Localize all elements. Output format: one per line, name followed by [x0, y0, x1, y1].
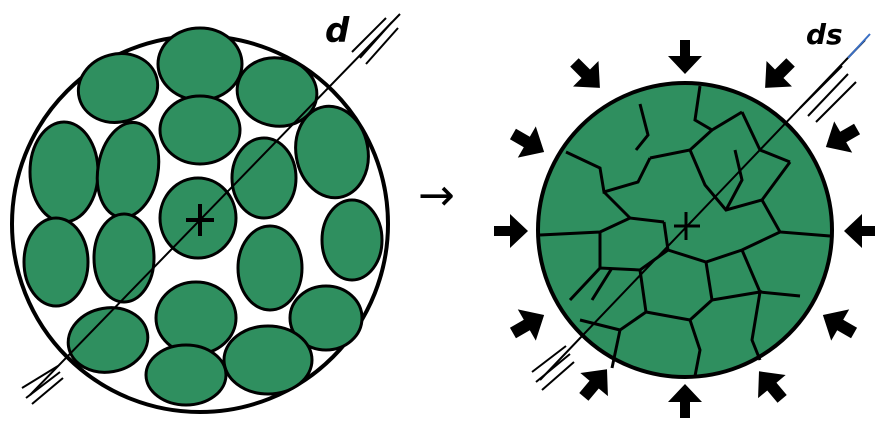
- grain: [28, 120, 100, 224]
- right-diameter-line: [531, 39, 866, 391]
- compression-arrow: [579, 369, 608, 401]
- grain: [154, 280, 238, 356]
- grain: [76, 52, 160, 124]
- grain: [288, 284, 364, 352]
- compression-arrow: [825, 121, 861, 153]
- grain-boundaries: [539, 85, 831, 377]
- grain: [320, 198, 384, 282]
- grain: [230, 136, 298, 220]
- grain: [22, 216, 90, 308]
- diameter-label-d: d: [325, 11, 350, 51]
- left-diameter-line: [21, 13, 401, 405]
- right-center-cross: [674, 212, 700, 240]
- grain: [156, 26, 244, 102]
- compression-arrow: [822, 309, 858, 341]
- grain-group: [22, 26, 384, 407]
- compression-arrow: [668, 40, 702, 74]
- compression-arrow: [668, 384, 702, 418]
- compression-arrow: [570, 58, 600, 88]
- transition-arrow: →: [418, 170, 455, 221]
- compression-arrows: [494, 40, 875, 418]
- diameter-line-tip: [847, 33, 871, 59]
- compression-arrow: [758, 371, 787, 403]
- grain: [222, 324, 314, 396]
- grain: [236, 224, 304, 312]
- compacted-particles-panel: ds: [494, 18, 875, 418]
- compression-arrow: [765, 58, 795, 88]
- compression-arrow: [509, 309, 545, 341]
- compression-arrow: [509, 126, 545, 158]
- grain: [158, 94, 242, 166]
- left-center-cross: [186, 204, 214, 236]
- grain: [294, 104, 370, 200]
- grain: [144, 343, 228, 407]
- grain: [92, 212, 156, 304]
- loose-particles-panel: d: [10, 11, 401, 414]
- compression-arrow: [844, 214, 875, 248]
- diameter-label-ds: ds: [806, 18, 843, 51]
- grain: [66, 306, 150, 374]
- compression-arrow: [494, 214, 528, 248]
